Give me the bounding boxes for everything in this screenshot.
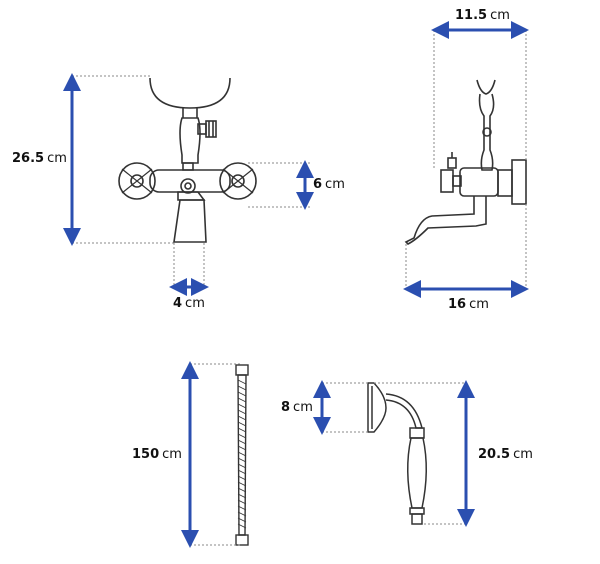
hose: [235, 364, 249, 546]
dimension-arrows: [63, 21, 529, 548]
mixer-side-view: [404, 79, 527, 245]
mixer-front-view: [118, 77, 257, 243]
hand-shower: [367, 382, 428, 525]
